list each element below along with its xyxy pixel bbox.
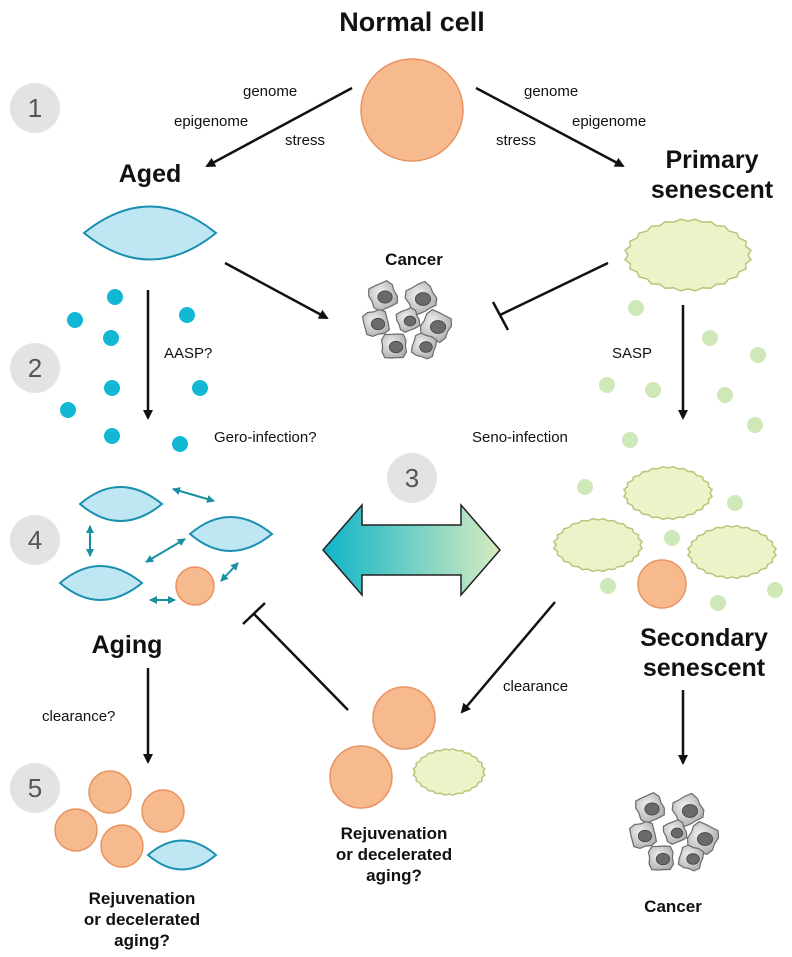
secondary-senescent-cluster [552,465,783,611]
primary-senescent-cell [623,218,753,292]
secondary-senescent-title-line1: Secondary [640,624,768,652]
step-badge-4: 4 [10,515,60,565]
clearance-label: clearance [503,678,568,695]
arrow-secondary-clearance [460,601,556,714]
svg-text:4: 4 [28,525,42,555]
svg-text:1: 1 [28,93,42,123]
cancer-cluster-bottom [628,792,720,872]
middle-outcome-line3: aging? [366,866,422,885]
left-genome-label: genome [243,83,297,100]
arrow-aged-to-cancer [224,261,329,320]
sasp-label: SASP [612,345,652,362]
step-badge-5: 5 [10,763,60,813]
inhibition-senescent-to-cancer [491,261,609,331]
sasp-factors [599,300,766,448]
middle-outcome-line2: or decelerated [336,845,452,864]
middle-outcome-cells [329,686,486,809]
left-epigenome-label: epigenome [174,113,248,130]
cancer-cluster-top [361,280,453,360]
primary-senescent-title-line2: senescent [651,176,774,204]
aging-title: Aging [92,631,163,659]
cancer-title-top: Cancer [385,250,443,269]
secondary-senescent-title-line2: senescent [643,654,766,682]
right-epigenome-label: epigenome [572,113,646,130]
gero-infection-label: Gero-infection? [214,429,317,446]
aged-cell [82,205,218,261]
step-badge-3: 3 [387,453,437,503]
normal-cell [360,58,464,162]
left-outcome-line2: or decelerated [84,910,200,929]
arrow-normal-to-aged [205,86,353,168]
step-badge-2: 2 [10,343,60,393]
aasp-label: AASP? [164,345,212,362]
inhibition-rejuvenation-to-aging [242,602,349,711]
normal-cell-title: Normal cell [339,7,485,37]
svg-text:2: 2 [28,353,42,383]
aged-title: Aged [119,160,182,188]
svg-text:3: 3 [405,463,419,493]
seno-infection-label: Seno-infection [472,429,568,446]
aasp-factors [60,289,208,452]
svg-text:5: 5 [28,773,42,803]
clearance-question-label: clearance? [42,708,115,725]
step-badge-1: 1 [10,83,60,133]
right-genome-label: genome [524,83,578,100]
aging-cell-cluster [58,486,274,606]
arrow-normal-to-primary [475,86,625,168]
middle-outcome-line1: Rejuvenation [341,824,448,843]
cancer-title-bottom: Cancer [644,897,702,916]
left-outcome-cells [54,770,218,871]
left-outcome-line1: Rejuvenation [89,889,196,908]
primary-senescent-title-line1: Primary [665,146,758,174]
left-outcome-line3: aging? [114,931,170,950]
left-stress-label: stress [285,132,325,149]
bidirectional-arrow [322,502,501,598]
right-stress-label: stress [496,132,536,149]
